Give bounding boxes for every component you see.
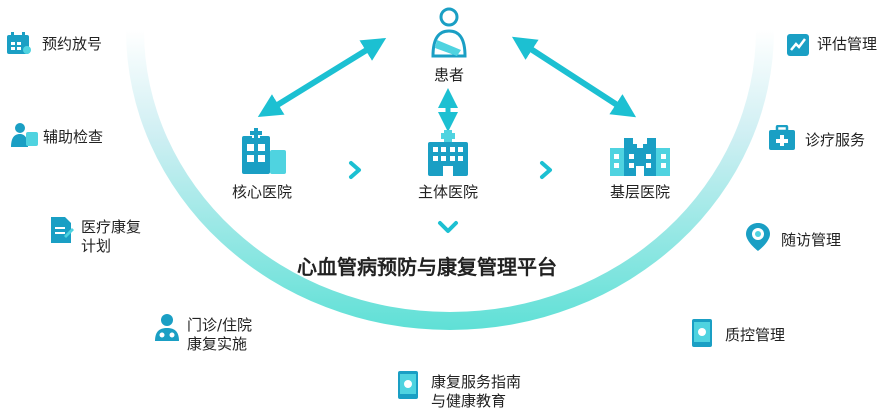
right-item-assessment: 评估管理 — [817, 35, 878, 53]
left-item-auxiliary-exam: 辅助检查 — [43, 128, 104, 146]
node-core-hospital: 核心医院 — [231, 183, 293, 201]
calendar-icon — [6, 31, 32, 55]
chevron-down-icon — [438, 221, 458, 233]
examination-icon — [10, 122, 40, 148]
bottom-item-guide: 康复服务指南 与健康教育 — [431, 373, 521, 411]
bottom-item-guide-line1: 康复服务指南 — [431, 373, 522, 391]
right-item-treatment: 诊疗服务 — [805, 131, 866, 149]
left-item-outpatient-line1: 门诊/住院 — [187, 316, 253, 334]
patient-icon — [427, 6, 471, 58]
bottom-item-guide-line2: 与健康教育 — [431, 392, 507, 410]
left-item-outpatient: 门诊/住院 康复实施 — [187, 316, 252, 354]
left-item-rehab-plan: 医疗康复 计划 — [81, 218, 141, 256]
main-hospital-icon — [424, 130, 472, 176]
chevron-right-icon — [349, 161, 361, 179]
left-item-rehab-plan-line2: 计划 — [81, 237, 112, 255]
core-hospital-icon — [240, 128, 288, 176]
node-patient: 患者 — [433, 66, 465, 84]
left-item-rehab-plan-line1: 医疗康复 — [81, 218, 142, 236]
education-book-icon — [396, 370, 422, 400]
assessment-icon — [786, 33, 810, 57]
chevron-right-icon — [540, 161, 552, 179]
node-primary-hospital: 基层医院 — [609, 183, 671, 201]
right-item-quality: 质控管理 — [725, 326, 786, 344]
node-main-hospital: 主体医院 — [417, 183, 479, 201]
left-item-appointment: 预约放号 — [42, 35, 103, 53]
left-item-outpatient-line2: 康复实施 — [187, 335, 248, 353]
medical-kit-icon — [768, 125, 796, 151]
arrow-patient-primary — [511, 36, 637, 118]
doctor-icon — [153, 312, 181, 342]
platform-title: 心血管病预防与康复管理平台 — [297, 255, 557, 279]
arrow-patient-core — [257, 37, 387, 118]
right-item-followup: 随访管理 — [781, 231, 842, 249]
location-pin-icon — [745, 222, 771, 252]
rehab-plan-icon — [50, 216, 74, 244]
primary-hospital-icon — [610, 134, 670, 176]
quality-control-book-icon — [690, 318, 716, 348]
